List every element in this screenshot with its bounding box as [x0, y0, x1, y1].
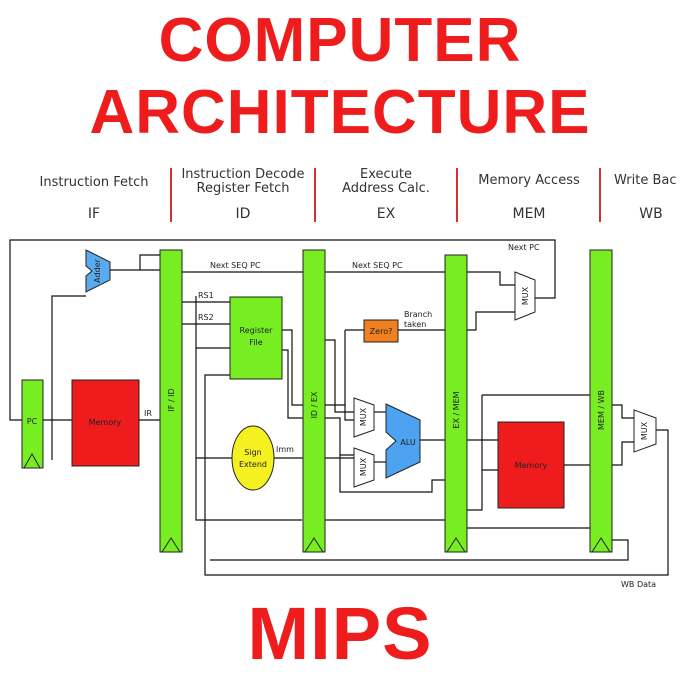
title-line-1: COMPUTER	[158, 6, 522, 75]
register-file-label-2: File	[249, 338, 262, 347]
next-seq-pc-label-1: Next SEQ PC	[210, 261, 261, 270]
wb-mux	[633, 409, 657, 453]
stage-mem-name: Memory Access	[478, 173, 580, 188]
register-file-label-1: Register	[240, 326, 274, 335]
stage-ex-name-2: Address Calc.	[342, 181, 430, 196]
stage-id-name-2: Register Fetch	[197, 181, 290, 196]
branch-label-2: taken	[404, 320, 426, 329]
if-id-label: IF / ID	[167, 388, 176, 411]
title-line-3: MIPS	[247, 592, 433, 675]
alu-mux-b-label: MUX	[359, 457, 368, 476]
register-file	[229, 296, 283, 380]
stage-id-name-1: Instruction Decode	[181, 167, 304, 182]
next-pc-mux	[514, 271, 536, 321]
stage-wb-abbr: WB	[639, 206, 662, 222]
wb-data-label: WB Data	[621, 580, 656, 589]
datapath-wires	[9, 239, 669, 576]
adder-label: Adder	[93, 258, 102, 282]
rs2-label: RS2	[198, 313, 214, 322]
pipeline-registers	[21, 249, 613, 553]
mem-wb-label: MEM / WB	[597, 390, 606, 430]
id-ex-label: ID / EX	[310, 391, 319, 418]
alu-mux-a-label: MUX	[359, 407, 368, 426]
rs1-label: RS1	[198, 291, 214, 300]
stage-dividers	[170, 168, 601, 222]
stage-ex-abbr: EX	[377, 206, 396, 222]
branch-label-1: Branch	[404, 310, 432, 319]
alu-mux-b	[353, 447, 375, 488]
title-line-2: ARCHITECTURE	[89, 78, 591, 147]
sign-extend	[231, 425, 275, 491]
zero-label: Zero?	[370, 327, 393, 336]
alu-label: ALU	[400, 438, 416, 447]
imm-label: Imm	[276, 445, 294, 454]
ex-mem-label: EX / MEM	[452, 391, 461, 428]
stage-ex-name-1: Execute	[360, 167, 412, 182]
next-pc-mux-label: MUX	[521, 286, 530, 305]
next-seq-pc-label-2: Next SEQ PC	[352, 261, 403, 270]
ir-label: IR	[144, 409, 152, 418]
next-pc-label: Next PC	[508, 243, 540, 252]
instruction-memory-label: Memory	[89, 418, 122, 427]
data-memory	[497, 421, 565, 509]
alu	[385, 403, 421, 479]
instruction-memory	[71, 379, 140, 467]
pc-label: PC	[27, 417, 38, 426]
wb-mux-label: MUX	[640, 421, 649, 440]
alu-mux-a	[353, 397, 375, 438]
stage-if-abbr: IF	[88, 206, 100, 222]
stage-if-name: Instruction Fetch	[40, 175, 149, 190]
zero-check	[363, 319, 399, 343]
stage-wb-name: Write Bac	[614, 173, 677, 188]
adder-shape	[85, 249, 111, 293]
stage-mem-abbr: MEM	[512, 206, 545, 222]
data-memory-label: Memory	[515, 461, 548, 470]
stage-id-abbr: ID	[236, 206, 251, 222]
sign-extend-label-2: Extend	[239, 460, 267, 469]
sign-extend-label-1: Sign	[244, 448, 261, 457]
